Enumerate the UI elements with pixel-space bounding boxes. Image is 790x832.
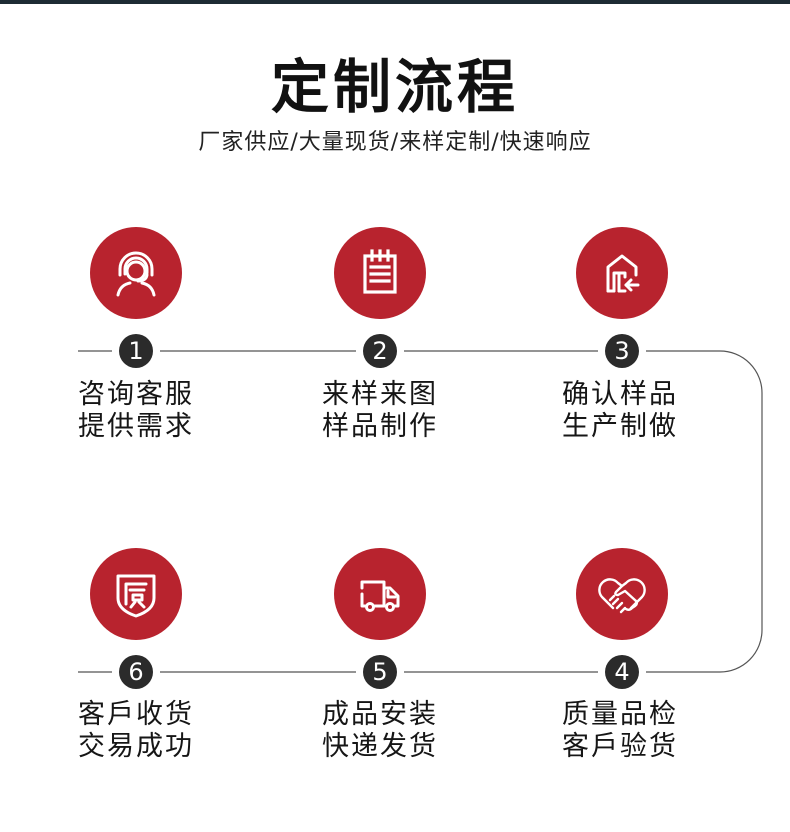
step-label-line2: 样品制作 (322, 411, 438, 442)
top-bar (0, 0, 790, 4)
step-icon-circle (576, 227, 668, 319)
handshake-heart-icon (598, 578, 646, 614)
page-title: 定制流程 (270, 53, 519, 121)
warehouse-inbound-icon (606, 254, 640, 293)
delivery-truck-icon (360, 580, 400, 612)
step-label-line1: 质量品检 (562, 699, 678, 730)
notepad-icon (363, 249, 397, 294)
step-label-line2: 快递发货 (322, 731, 438, 762)
step-label-line1: 咨询客服 (78, 379, 194, 410)
step-label-line2: 交易成功 (78, 731, 194, 762)
step-icon-circle (90, 227, 182, 319)
quality-shield-icon (116, 574, 156, 618)
step-number-badge: 3 (605, 334, 639, 368)
page-subtitle: 厂家供应/大量现货/来样定制/快速响应 (198, 130, 592, 155)
step-label-line1: 成品安装 (322, 699, 438, 730)
step-number-badge: 5 (363, 655, 397, 689)
step-number-badge: 4 (605, 655, 639, 689)
step-number-badge: 6 (119, 655, 153, 689)
step-icon-circle (334, 548, 426, 640)
step-label-line2: 提供需求 (78, 411, 194, 442)
step-number-badge: 2 (363, 334, 397, 368)
step-icon-circle (90, 548, 182, 640)
step-label-line1: 确认样品 (562, 379, 678, 410)
step-number-badge: 1 (119, 334, 153, 368)
step-label-line1: 来样来图 (322, 379, 438, 410)
step-label-line1: 客戶收货 (78, 699, 194, 730)
step-icon-circle (334, 227, 426, 319)
customer-service-headset-icon (116, 251, 156, 297)
step-icon-circle (576, 548, 668, 640)
connector-loop (646, 350, 763, 673)
step-label-line2: 客戶验货 (562, 731, 678, 762)
step-label-line2: 生产制做 (562, 411, 678, 442)
